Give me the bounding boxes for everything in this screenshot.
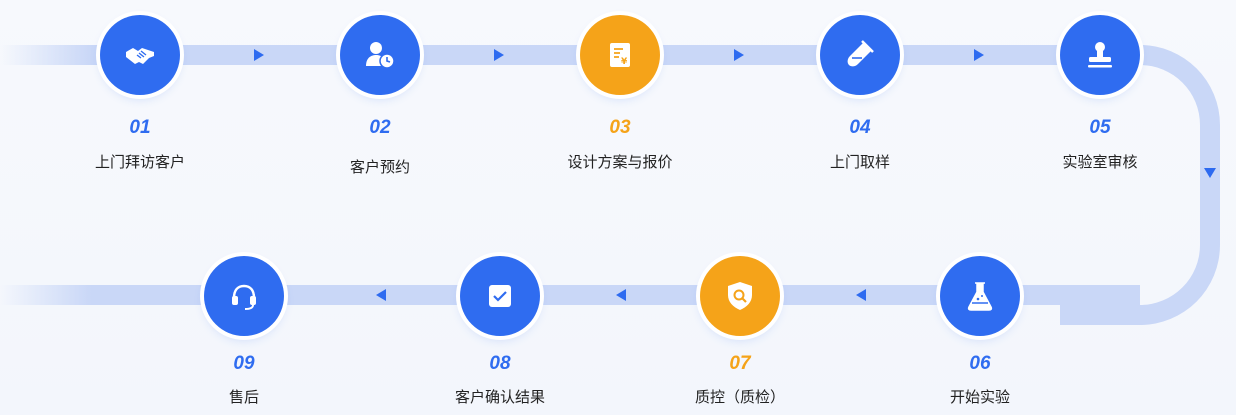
step-07-label: 质控（质检） (694, 389, 785, 406)
step-09-node (204, 256, 284, 336)
svg-text:¥: ¥ (621, 57, 628, 67)
step-02-number: 02 (369, 117, 391, 138)
stamp-icon (1088, 42, 1112, 68)
arrow-left-icon (376, 289, 386, 301)
headset-icon (232, 284, 256, 310)
step-04-number: 04 (849, 117, 871, 138)
flask-icon (967, 282, 993, 311)
test-tube-icon (847, 40, 874, 67)
step-05-number: 05 (1089, 117, 1111, 138)
user-clock-icon (366, 42, 395, 69)
step-09-number: 09 (233, 353, 255, 374)
quote-document-icon: ¥ (610, 43, 630, 67)
step-01-label: 上门拜访客户 (94, 154, 185, 171)
handshake-icon (126, 48, 154, 64)
arrow-right-icon (974, 49, 984, 61)
step-07-node (700, 256, 780, 336)
checkbox-icon (489, 285, 511, 307)
step-03-label: 设计方案与报价 (567, 154, 673, 171)
step-02-node (340, 15, 420, 95)
step-06-number: 06 (969, 353, 991, 374)
arrow-right-icon (494, 49, 504, 61)
step-05-label: 实验室审核 (1062, 154, 1138, 171)
step-01-number: 01 (129, 117, 151, 138)
step-06-label: 开始实验 (949, 389, 1010, 406)
step-04-label: 上门取样 (829, 154, 890, 171)
arrow-down-icon (1204, 168, 1216, 178)
flow-track-bottom (0, 285, 1140, 305)
step-04-node (820, 15, 900, 95)
arrow-right-icon (254, 49, 264, 61)
step-05-node (1060, 15, 1140, 95)
step-08-label: 客户确认结果 (454, 389, 545, 406)
step-08-number: 08 (489, 353, 511, 374)
arrow-right-icon (734, 49, 744, 61)
step-03-number: 03 (609, 117, 631, 138)
step-03-node: ¥ (580, 15, 660, 95)
shield-search-icon (728, 282, 752, 310)
arrow-left-icon (616, 289, 626, 301)
step-06-node (940, 256, 1020, 336)
step-09-label: 售后 (228, 389, 259, 406)
step-08-node (460, 256, 540, 336)
step-01-node (100, 15, 180, 95)
step-07-number: 07 (729, 353, 751, 374)
step-02-label: 客户预约 (349, 159, 410, 176)
arrow-left-icon (856, 289, 866, 301)
